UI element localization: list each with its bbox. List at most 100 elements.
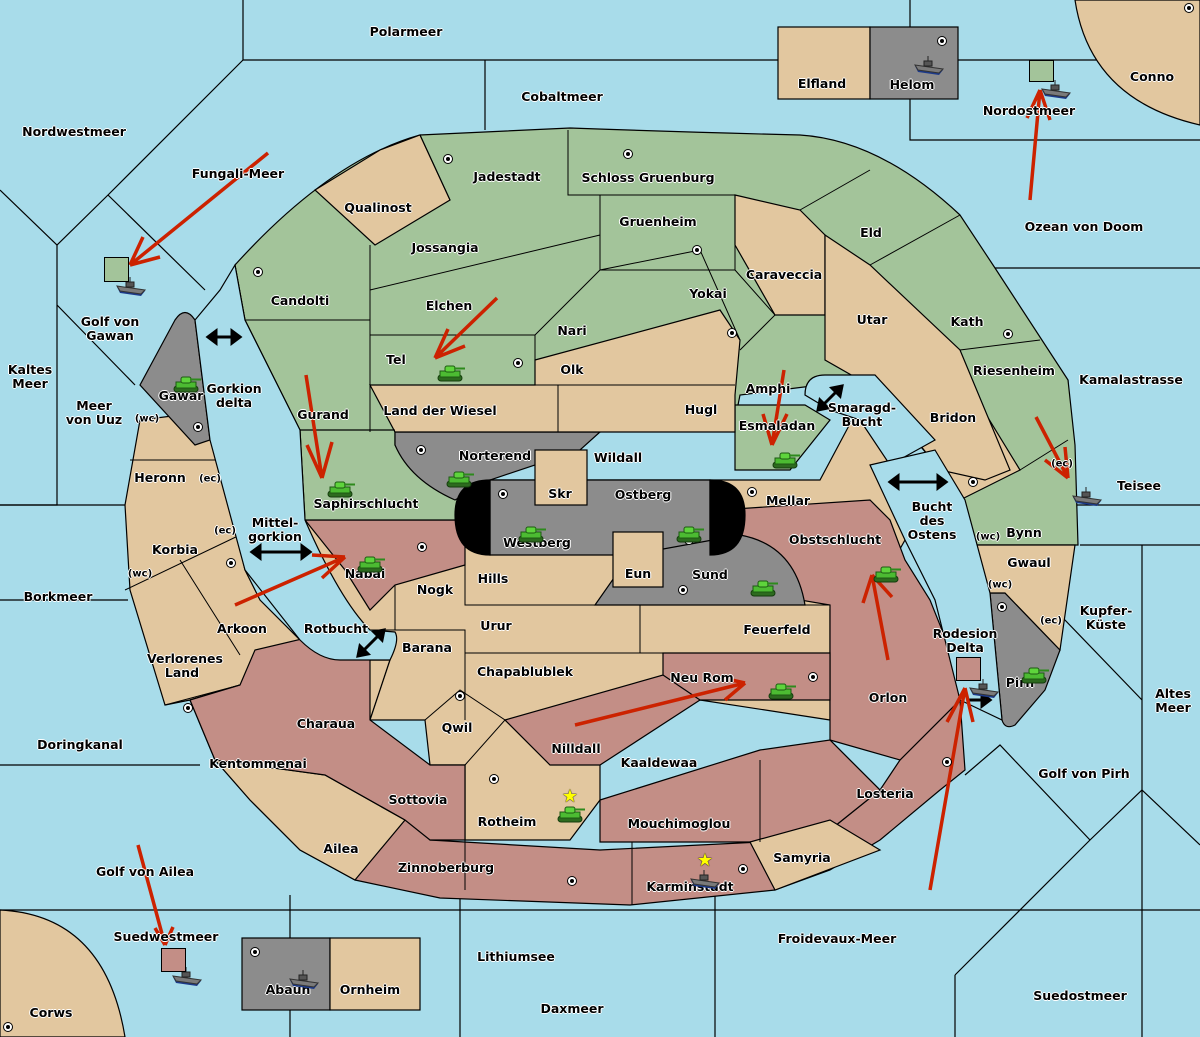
land-obstschlucht[interactable]: Obstschlucht xyxy=(788,532,882,547)
land-kentommenai[interactable]: Kentommenai xyxy=(209,756,307,771)
sea-gorkion-delta[interactable]: Gorkion delta xyxy=(206,381,262,410)
supply-center-icon xyxy=(443,154,453,164)
region-esmaladan xyxy=(734,404,831,471)
land-nari[interactable]: Nari xyxy=(557,323,587,338)
land-losteria[interactable]: Losteria xyxy=(856,786,914,801)
sea-mittelgorkion[interactable]: Mittel-gorkion xyxy=(248,515,302,544)
land-bynn[interactable]: Bynn xyxy=(1006,525,1042,540)
sea-froidevaux-meer[interactable]: Froidevaux-Meer xyxy=(777,931,897,946)
sea-nordostmeer[interactable]: Nordostmeer xyxy=(982,103,1076,118)
land-korbia[interactable]: Korbia xyxy=(152,542,198,557)
land-jossangia[interactable]: Jossangia xyxy=(411,240,479,255)
sea-ozean-von-doom[interactable]: Ozean von Doom xyxy=(1024,219,1144,234)
land-saphirschlucht[interactable]: Saphirschlucht xyxy=(313,496,419,511)
land-qualinost[interactable]: Qualinost xyxy=(344,200,412,215)
supply-center-icon xyxy=(567,876,577,886)
land-tel[interactable]: Tel xyxy=(386,352,406,367)
land-verlorenes-land[interactable]: Verlorenes Land xyxy=(147,651,223,680)
land-conno[interactable]: Conno xyxy=(1129,69,1175,84)
supply-center-icon xyxy=(416,445,426,455)
sea-altes-meer[interactable]: Altes Meer xyxy=(1155,686,1191,715)
land-sottovia[interactable]: Sottovia xyxy=(388,792,448,807)
coast-label-korbia-ec: (ec) xyxy=(214,525,236,537)
sea-bucht-des-ostens[interactable]: Bucht des Ostens xyxy=(907,499,957,542)
land-ailea[interactable]: Ailea xyxy=(323,841,359,856)
land-ostberg[interactable]: Ostberg xyxy=(614,487,672,502)
land-rotheim[interactable]: Rotheim xyxy=(477,814,537,829)
sea-meer-von-uuz[interactable]: Meer von Uuz xyxy=(65,398,123,427)
land-land-der-wiesel[interactable]: Land der Wiesel xyxy=(383,403,497,418)
region-utar xyxy=(824,233,1011,481)
land-nogk[interactable]: Nogk xyxy=(416,582,454,597)
land-schloss-gruenburg[interactable]: Schloss Gruenburg xyxy=(581,170,715,185)
sea-borkmeer[interactable]: Borkmeer xyxy=(23,589,93,604)
land-barana[interactable]: Barana xyxy=(402,640,452,655)
land-candolti[interactable]: Candolti xyxy=(270,293,330,308)
land-mellar[interactable]: Mellar xyxy=(765,493,811,508)
sea-suedwestmeer[interactable]: Suedwestmeer xyxy=(113,929,219,944)
sea-rodesion-delta[interactable]: Rodesion Delta xyxy=(932,626,998,655)
land-bridon[interactable]: Bridon xyxy=(929,410,977,425)
land-qwil[interactable]: Qwil xyxy=(441,720,473,735)
land-eun[interactable]: Eun xyxy=(624,566,652,581)
land-feuerfeld[interactable]: Feuerfeld xyxy=(743,622,811,637)
land-esmaladan[interactable]: Esmaladan xyxy=(738,418,816,433)
sea-cobaltmeer[interactable]: Cobaltmeer xyxy=(521,89,603,104)
land-corws[interactable]: Corws xyxy=(29,1005,73,1020)
land-caraveccia[interactable]: Caraveccia xyxy=(745,267,823,282)
land-hills[interactable]: Hills xyxy=(477,571,509,586)
land-mouchimoglou[interactable]: Mouchimoglou xyxy=(627,816,731,831)
sea-teisee[interactable]: Teisee xyxy=(1116,478,1162,493)
sea-nordwestmeer[interactable]: Nordwestmeer xyxy=(22,124,126,139)
land-skr[interactable]: Skr xyxy=(548,486,572,501)
supply-center-icon xyxy=(250,947,260,957)
sea-fungali-meer[interactable]: Fungali-Meer xyxy=(191,166,285,181)
land-neu-rom[interactable]: Neu Rom xyxy=(670,670,734,685)
land-norterend[interactable]: Norterend xyxy=(458,448,532,463)
land-kath[interactable]: Kath xyxy=(950,314,984,329)
land-gwaul[interactable]: Gwaul xyxy=(1007,555,1051,570)
land-riesenheim[interactable]: Riesenheim xyxy=(973,363,1055,378)
land-wildall[interactable]: Wildall xyxy=(593,450,643,465)
sea-bucht-des-ostens xyxy=(869,449,1003,721)
land-ornheim[interactable]: Ornheim xyxy=(339,982,401,997)
land-amphi[interactable]: Amphi xyxy=(745,381,791,396)
land-samyria[interactable]: Samyria xyxy=(773,850,831,865)
sea-polarmeer[interactable]: Polarmeer xyxy=(369,24,443,39)
land-elchen[interactable]: Elchen xyxy=(425,298,473,313)
land-gruenheim[interactable]: Gruenheim xyxy=(619,214,697,229)
sea-rotbucht[interactable]: Rotbucht xyxy=(303,621,369,636)
land-jadestadt[interactable]: Jadestadt xyxy=(473,169,541,184)
land-heronn[interactable]: Heronn xyxy=(134,470,186,485)
sea-smaragd-bucht[interactable]: Smaragd-Bucht xyxy=(827,400,897,429)
land-zinnoberburg[interactable]: Zinnoberburg xyxy=(397,860,495,875)
land-nilldall[interactable]: Nilldall xyxy=(551,741,601,756)
land-orlon[interactable]: Orlon xyxy=(868,690,908,705)
land-eld[interactable]: Eld xyxy=(860,225,882,240)
sea-golf-von-gawan[interactable]: Golf von Gawan xyxy=(80,314,140,343)
land-utar[interactable]: Utar xyxy=(856,312,888,327)
land-elfland[interactable]: Elfland xyxy=(797,76,847,91)
region-elfland xyxy=(777,26,871,100)
land-sund[interactable]: Sund xyxy=(692,567,728,582)
land-kaaldewaa[interactable]: Kaaldewaa xyxy=(620,755,698,770)
sea-lithiumsee[interactable]: Lithiumsee xyxy=(477,949,555,964)
sea-golf-von-ailea[interactable]: Golf von Ailea xyxy=(95,864,195,879)
supply-center-icon xyxy=(692,245,702,255)
land-charaua[interactable]: Charaua xyxy=(296,716,356,731)
sea-kamalastrasse[interactable]: Kamalastrasse xyxy=(1079,372,1183,387)
land-arkoon[interactable]: Arkoon xyxy=(217,621,267,636)
sea-daxmeer[interactable]: Daxmeer xyxy=(540,1001,604,1016)
sea-kaltes-meer[interactable]: Kaltes Meer xyxy=(7,362,53,391)
land-hugl[interactable]: Hugl xyxy=(684,402,718,417)
land-olk[interactable]: Olk xyxy=(560,362,584,377)
land-chapablublek[interactable]: Chapablublek xyxy=(476,664,574,679)
land-yokai[interactable]: Yokai xyxy=(689,286,727,301)
sea-golf-von-pirh[interactable]: Golf von Pirh xyxy=(1038,766,1130,781)
sea-kupfer-kueste[interactable]: Kupfer-Küste xyxy=(1079,603,1133,632)
sea-suedostmeer[interactable]: Suedostmeer xyxy=(1033,988,1127,1003)
land-urur[interactable]: Urur xyxy=(480,618,512,633)
sea-doringkanal[interactable]: Doringkanal xyxy=(37,737,123,752)
land-gurand[interactable]: Gurand xyxy=(297,407,349,422)
land-helom[interactable]: Helom xyxy=(889,77,935,92)
